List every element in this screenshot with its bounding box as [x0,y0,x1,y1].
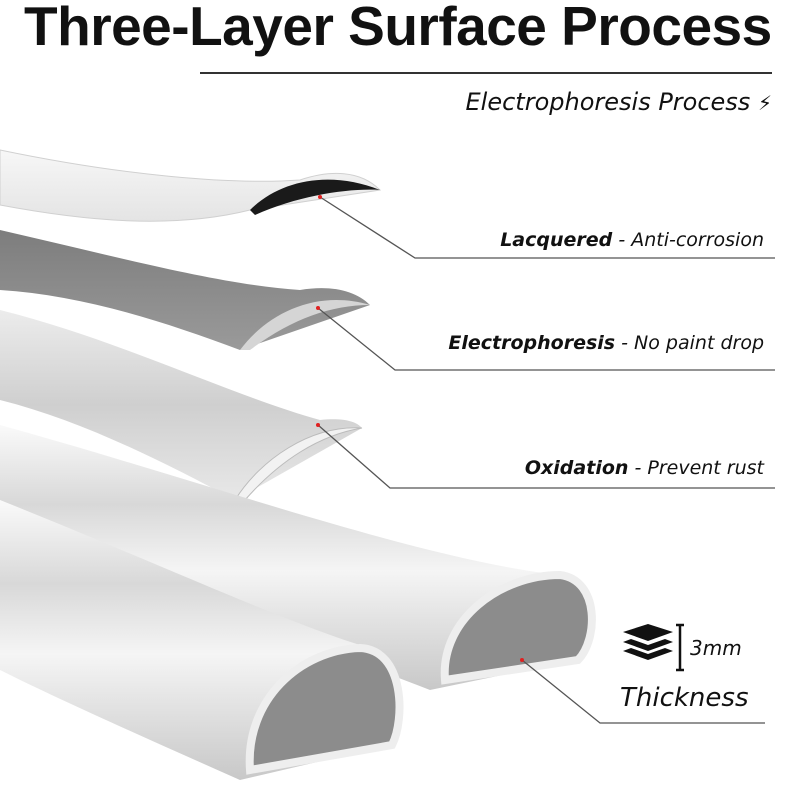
layer-desc: - Anti-corrosion [618,229,764,251]
electrophoresis-layer [0,230,370,350]
thickness-label: Thickness [620,683,749,713]
layer-desc: - No paint drop [621,332,764,354]
layers-stack-icon [623,623,684,672]
subtitle-text: Electrophoresis Process [465,88,751,116]
callout-lines [200,72,775,724]
layer-name: Electrophoresis [448,332,616,354]
callout-lacquered: Lacquered - Anti-corrosion [500,229,764,251]
layer-name: Oxidation [524,457,629,479]
layer-name: Lacquered [500,229,613,251]
callout-electrophoresis: Electrophoresis - No paint drop [448,332,764,354]
accent-dots [316,195,524,662]
aluminum-tube-back [0,425,596,690]
thickness-value: 3mm [690,636,742,660]
lacquered-layer [0,149,382,222]
lightning-bolt-icon: ⚡ [757,91,772,115]
aluminum-tube-front [0,500,404,780]
subtitle: Electrophoresis Process ⚡ [466,88,773,116]
oxidation-layer [0,310,363,501]
callout-oxidation: Oxidation - Prevent rust [525,457,764,479]
layer-desc: - Prevent rust [634,457,764,479]
page-title: Three-Layer Surface Process [24,0,772,57]
